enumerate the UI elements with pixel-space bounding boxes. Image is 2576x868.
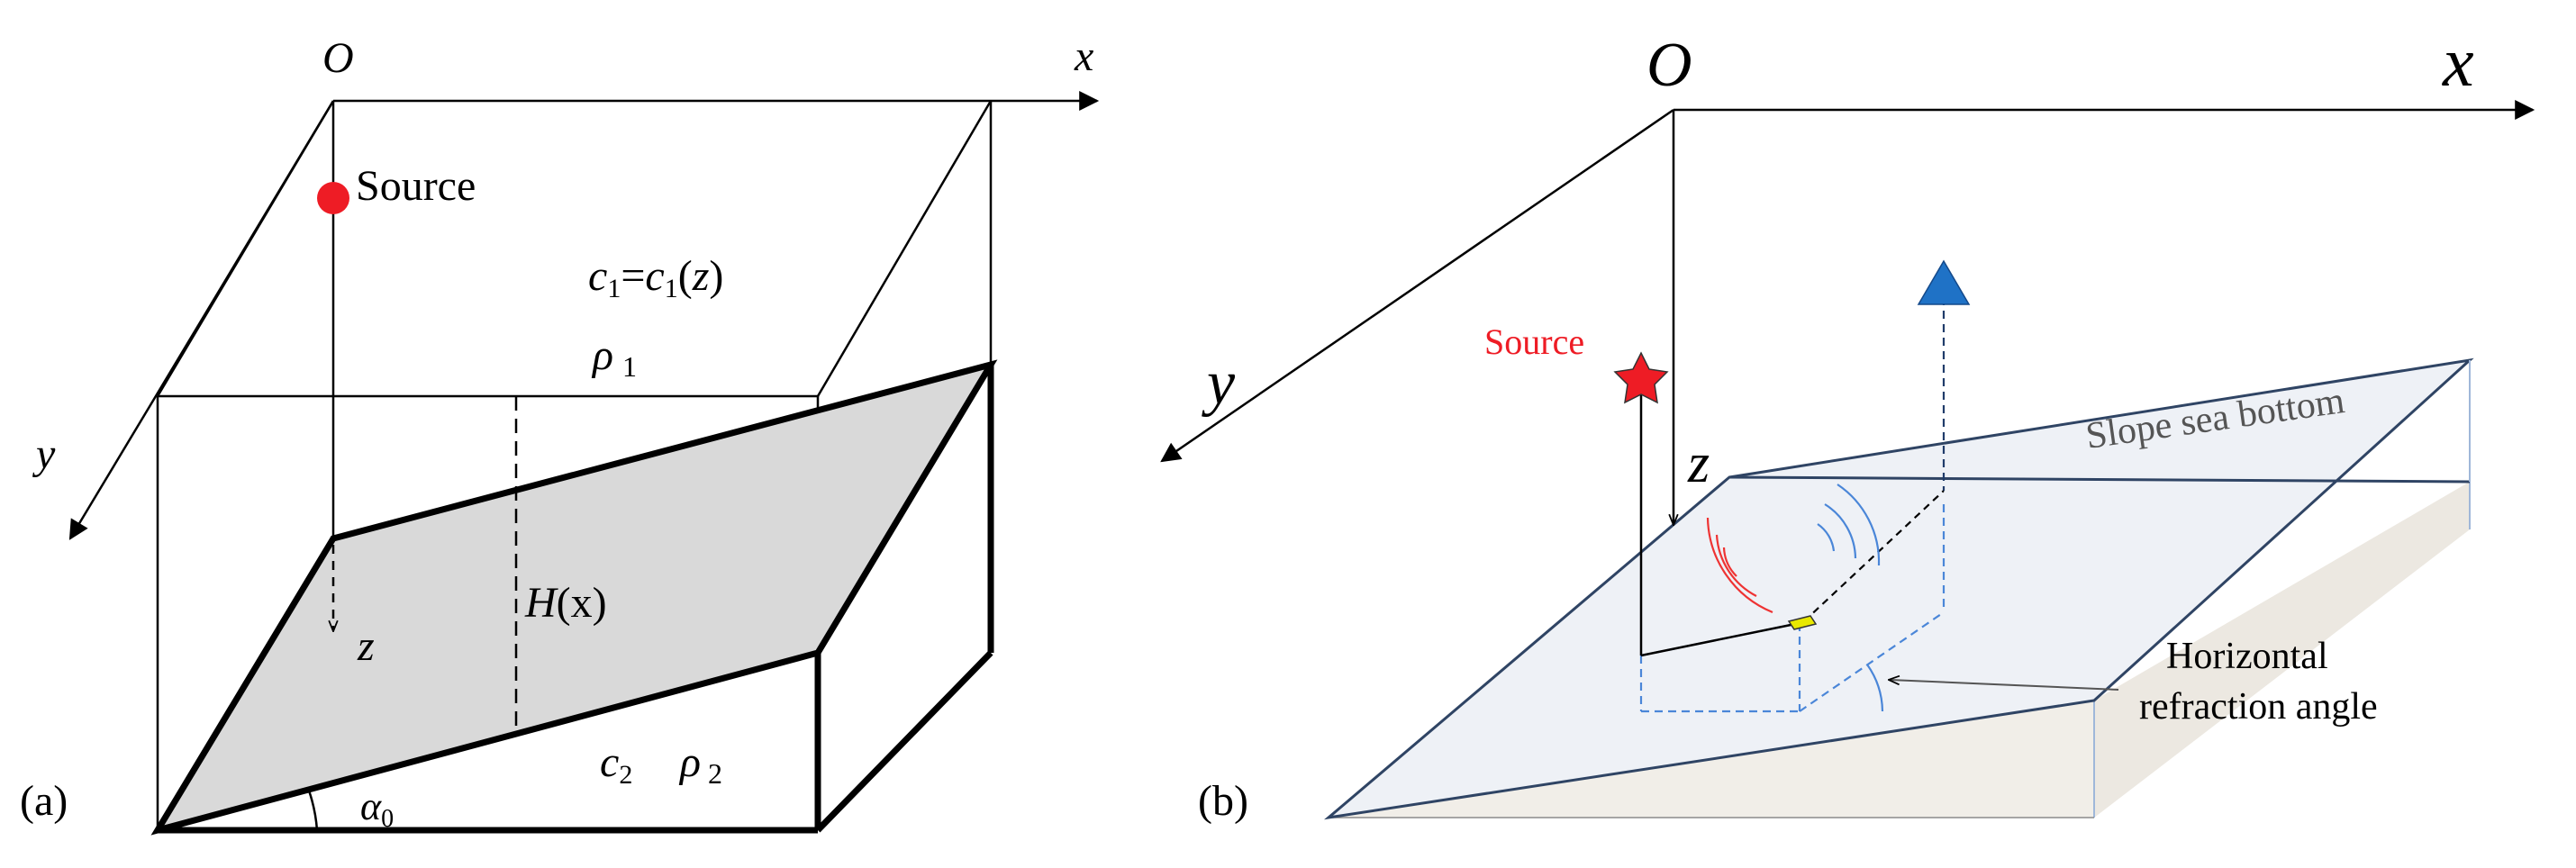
angle-label-line2: refraction angle [2139, 686, 2378, 728]
propagation-dashes [1639, 297, 1946, 713]
slope-sea-bottom-plane [1323, 357, 2474, 820]
ray-source-to-hit [1640, 621, 1800, 657]
origin-label: O [322, 34, 354, 82]
x-axis-label: x [1074, 32, 1093, 80]
x-axis-label-b: x [2442, 23, 2474, 101]
z-axis-label-b: z [1687, 433, 1710, 494]
alpha-label: α0 [360, 784, 394, 833]
source-point [317, 182, 349, 214]
slope-top-rear-edge [1728, 475, 2471, 484]
angle-label-line1: Horizontal [2166, 636, 2328, 677]
y-axis-label-b: y [1202, 348, 1236, 418]
receiver-triangle [1917, 259, 1971, 305]
y-axis [68, 100, 335, 540]
y-axis-b [1160, 108, 1674, 463]
c2-label: c2 [600, 738, 632, 790]
refracted-dash-bottom [1799, 611, 1945, 712]
c1-label: c1=c1(z) [588, 252, 723, 303]
blue-wavefronts [1817, 484, 1881, 566]
frame-edge-top-right [816, 100, 993, 397]
red-wavefronts [1706, 517, 1773, 614]
panel-b: O x y z Source Slope sea bottom Horizont… [1160, 23, 2535, 825]
source-star [1613, 351, 1669, 404]
slope-angle-arc [307, 790, 319, 831]
box-bottom-edges [158, 365, 994, 834]
refraction-angle-arc [1866, 664, 1884, 712]
block-right-face [2094, 482, 2470, 818]
angle-annotation-arrow [1890, 680, 2119, 691]
panel-label-a: (a) [20, 777, 68, 825]
y-axis-label: y [32, 430, 56, 478]
z-axis-label: z [357, 622, 375, 670]
source-label-b: Source [1484, 321, 1584, 362]
panel-label-b: (b) [1198, 777, 1248, 825]
source-label: Source [356, 162, 476, 210]
bottom-hit-marker [1787, 615, 1818, 630]
source-to-receiver-ray [1803, 490, 1945, 622]
origin-label-b: O [1646, 31, 1692, 100]
depth-label: H(x) [524, 579, 607, 627]
